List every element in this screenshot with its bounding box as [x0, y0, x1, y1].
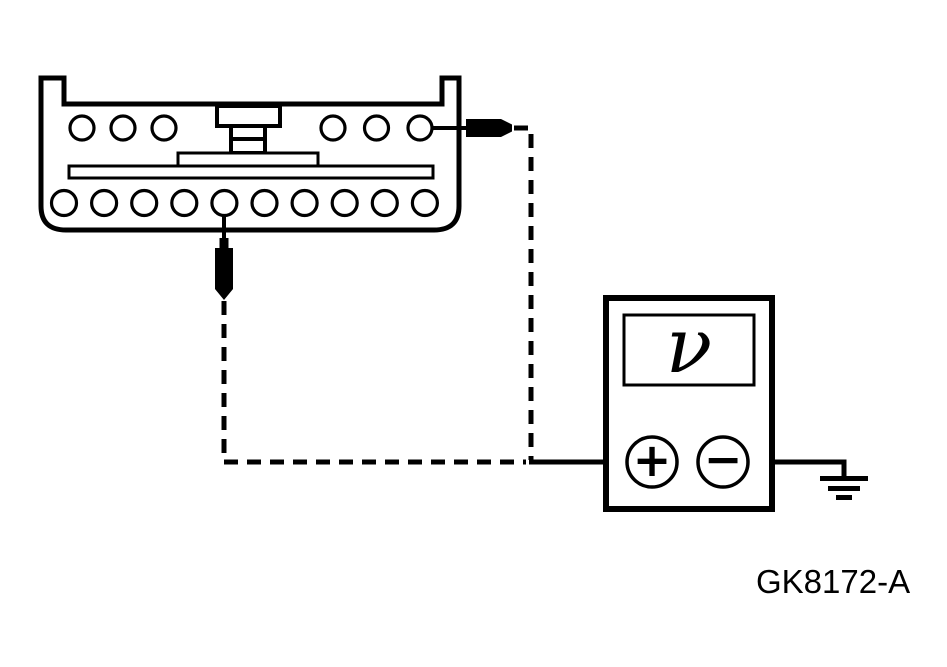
- probe-icon: [466, 119, 512, 137]
- pin-circle: [406, 114, 434, 142]
- connector-housing: [38, 75, 462, 233]
- pin-circle: [170, 188, 199, 218]
- probe-bottom: [215, 215, 233, 300]
- positive-terminal: [625, 435, 679, 489]
- pin-circle: [410, 188, 439, 218]
- pin-circle: [109, 114, 137, 142]
- connector-center-bar: [67, 164, 435, 180]
- voltmeter-display-symbol: ν: [666, 301, 712, 390]
- bottom-row-pins: [49, 188, 439, 218]
- pin-circle: [130, 188, 159, 218]
- test-lead-bottom-dashed: [221, 301, 526, 465]
- test-lead-top-dashed: [514, 125, 534, 460]
- pin-circle: [330, 188, 359, 218]
- pin-circle: [89, 188, 119, 218]
- positive-terminal-label: +: [633, 433, 672, 487]
- top-row-left-pins: [68, 114, 178, 142]
- negative-terminal-label: −: [704, 432, 743, 486]
- pin-circle: [290, 188, 319, 218]
- wire-to-ground: [748, 459, 847, 476]
- voltmeter: ν + −: [603, 295, 775, 512]
- pin-circle: [362, 114, 391, 142]
- negative-terminal: [696, 435, 750, 489]
- pin-circle: [319, 114, 347, 142]
- probe-collar: [219, 238, 229, 250]
- probe-icon: [215, 248, 233, 300]
- latch-tab: [215, 104, 282, 128]
- connector-outline: [38, 75, 462, 233]
- pin-circle: [370, 188, 399, 218]
- pin-circle: [68, 114, 96, 142]
- pin-circle: [210, 188, 239, 218]
- top-row-right-pins: [319, 114, 434, 142]
- ground-icon: [820, 476, 868, 500]
- pin-circle: [49, 188, 79, 218]
- connector-latch: [67, 104, 435, 180]
- latch-platform: [176, 151, 320, 168]
- figure-id-label: GK8172-A: [756, 563, 910, 600]
- voltmeter-display: [622, 313, 756, 387]
- probe-top-right: [432, 119, 512, 137]
- pin-circle: [150, 114, 178, 142]
- pin-circle: [250, 188, 279, 218]
